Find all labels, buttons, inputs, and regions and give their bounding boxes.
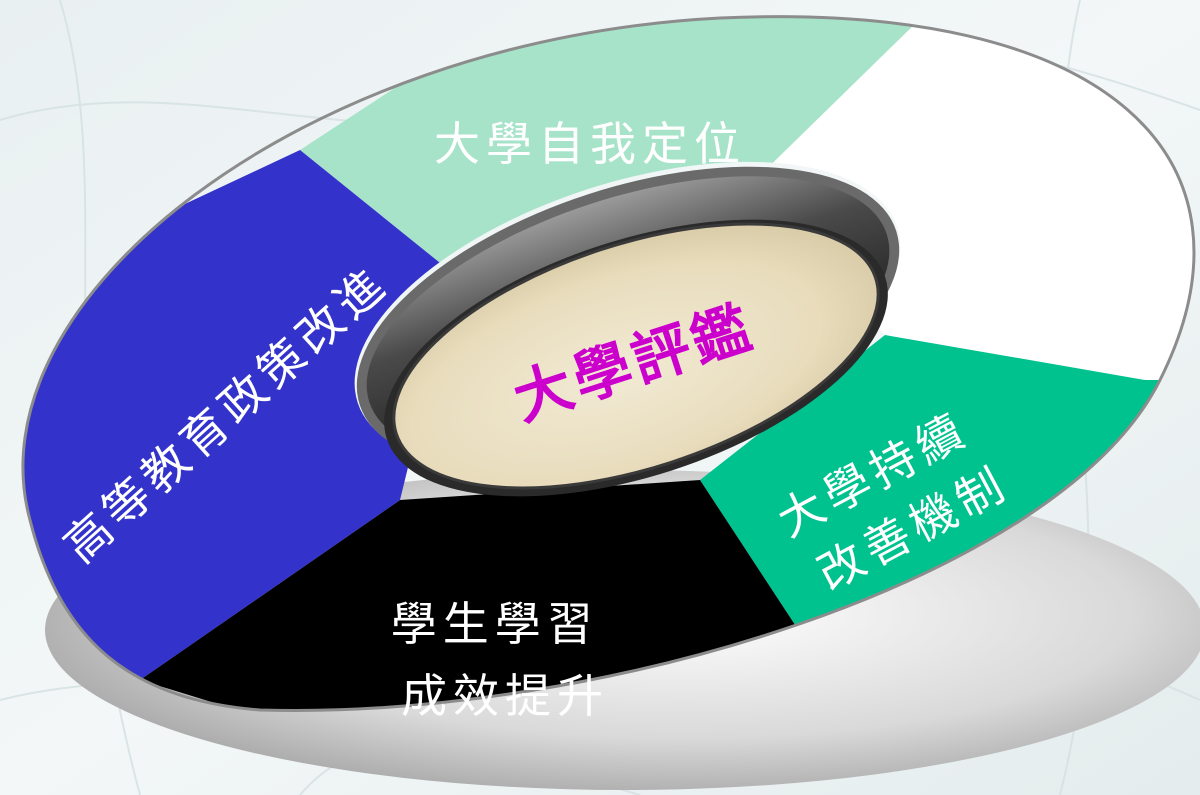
segment-label-line: 成效提升 bbox=[401, 669, 609, 723]
segment-left bbox=[22, 150, 455, 711]
segment-label-bottom: 學生學習 成效提升 bbox=[391, 597, 620, 723]
segment-label-top: 大學自我定位 bbox=[434, 117, 746, 171]
segment-label-line: 學生學習 bbox=[391, 597, 599, 651]
center-disc bbox=[392, 222, 880, 490]
segment-label-line: 大學自我定位 bbox=[434, 117, 746, 171]
ring-outline bbox=[21, 15, 1196, 712]
segment-bottom bbox=[140, 480, 805, 711]
center-hub bbox=[356, 166, 900, 497]
